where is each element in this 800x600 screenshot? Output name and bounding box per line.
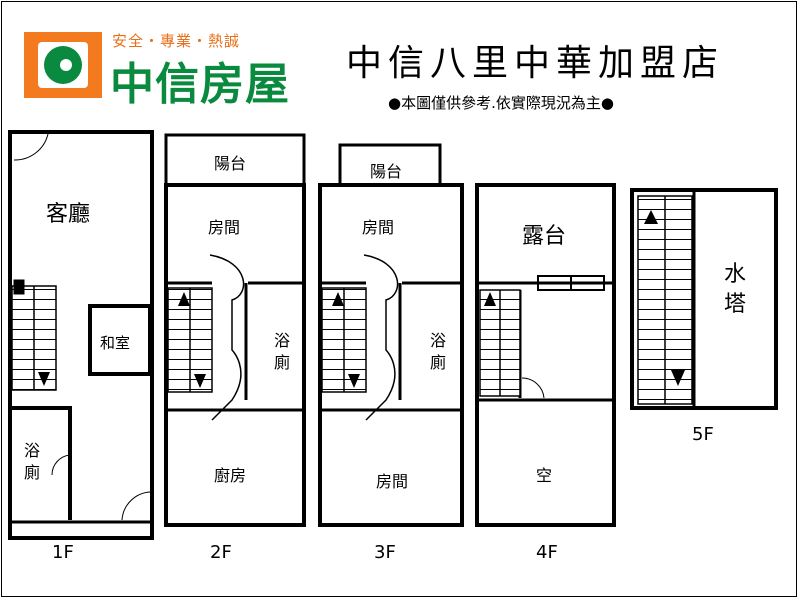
floor-label-4f: 4F [536,542,558,563]
room-label-room-2f: 房間 [208,218,241,237]
disclaimer: ●本圖僅供參考.依實際現況為主● [388,94,614,112]
floor-4f-plan [475,183,616,527]
room-label-balcony-3f: 陽台 [370,162,403,181]
room-label-room-3f-top: 房間 [362,218,395,237]
room-label-japanese-room: 和室 [100,334,131,352]
logo-icon [24,32,102,98]
brand-logo: 安全・專業・熱誠 中信房屋 [24,32,304,110]
floor-label-2f: 2F [210,542,232,563]
room-label-bathroom-3f: 浴廁 [429,331,446,372]
floor-label-5f: 5F [692,424,714,445]
logo-name: 中信房屋 [110,59,290,110]
room-label-room-3f-bottom: 房間 [376,472,409,491]
room-label-bathroom-1f: 浴廁 [23,441,40,482]
room-label-water-tower: 水塔 [723,262,746,317]
room-label-balcony-2f: 陽台 [214,154,247,173]
floor-label-3f: 3F [374,542,396,563]
logo-tagline: 安全・專業・熱誠 [112,32,241,50]
room-label-kitchen-2f: 廚房 [214,466,247,485]
room-label-living: 客廳 [46,202,91,227]
room-label-empty-4f: 空 [536,466,553,485]
store-title: 中信八里中華加盟店 [346,43,725,84]
room-label-bathroom-2f: 浴廁 [273,331,290,372]
floor-5f-plan [630,188,778,410]
floor-label-1f: 1F [52,542,74,563]
room-label-terrace-4f: 露台 [522,224,567,249]
floor-1f-plan [8,130,154,540]
